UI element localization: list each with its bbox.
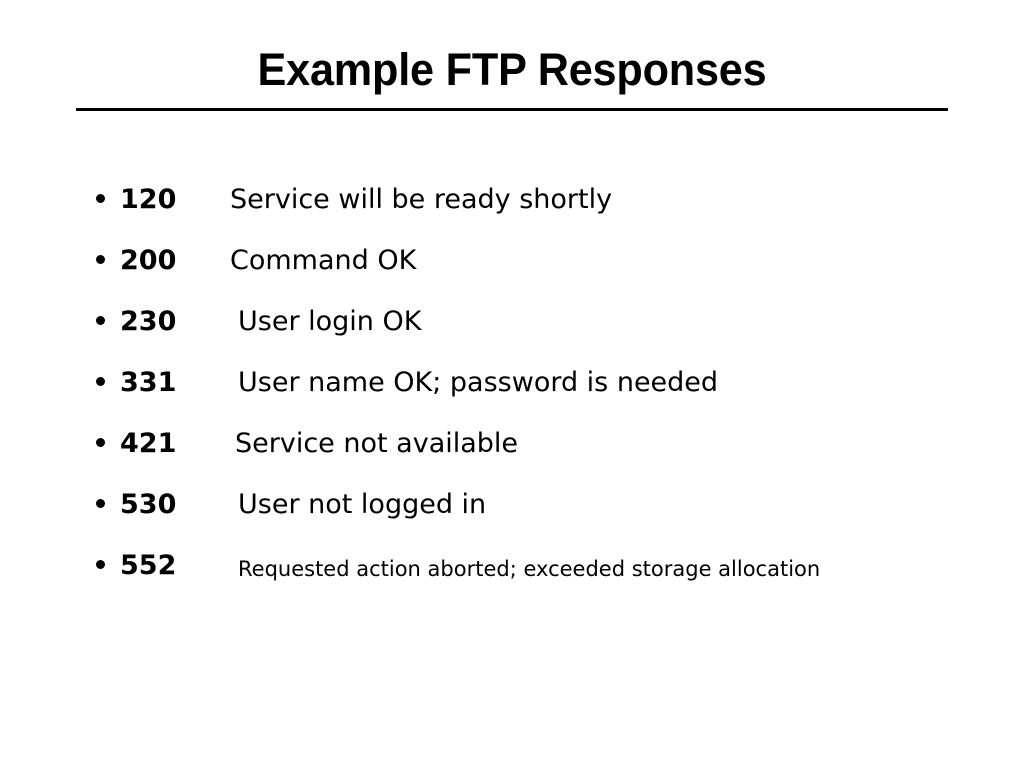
response-code: 200 — [120, 245, 177, 276]
list-item: 421 Service not available — [96, 428, 976, 489]
list-item: 230 User login OK — [96, 306, 976, 367]
bullet-dot-icon — [96, 438, 105, 447]
list-item: 120 Service will be ready shortly — [96, 184, 976, 245]
bullet-dot-icon — [96, 560, 105, 569]
response-code: 230 — [120, 306, 177, 337]
response-code: 120 — [120, 184, 177, 215]
response-code: 552 — [120, 550, 177, 581]
ftp-response-list: 120 Service will be ready shortly 200 Co… — [96, 184, 976, 611]
response-description: User login OK — [238, 306, 422, 337]
response-code: 331 — [120, 367, 177, 398]
page-title: Example FTP Responses — [257, 44, 767, 95]
list-item: 530 User not logged in — [96, 489, 976, 550]
response-description: Requested action aborted; exceeded stora… — [238, 557, 821, 581]
list-item: 552 Requested action aborted; exceeded s… — [96, 550, 976, 611]
bullet-dot-icon — [96, 499, 105, 508]
list-item: 200 Command OK — [96, 245, 976, 306]
response-description: User name OK; password is needed — [238, 367, 719, 398]
response-description: Command OK — [230, 245, 417, 276]
title-divider — [76, 108, 948, 111]
response-description: Service will be ready shortly — [230, 184, 613, 215]
response-code: 530 — [120, 489, 177, 520]
bullet-dot-icon — [96, 255, 105, 264]
response-code: 421 — [120, 428, 177, 459]
response-description: User not logged in — [238, 489, 487, 520]
bullet-dot-icon — [96, 194, 105, 203]
list-item: 331 User name OK; password is needed — [96, 367, 976, 428]
bullet-dot-icon — [96, 377, 105, 386]
bullet-dot-icon — [96, 316, 105, 325]
response-description: Service not available — [235, 428, 519, 459]
